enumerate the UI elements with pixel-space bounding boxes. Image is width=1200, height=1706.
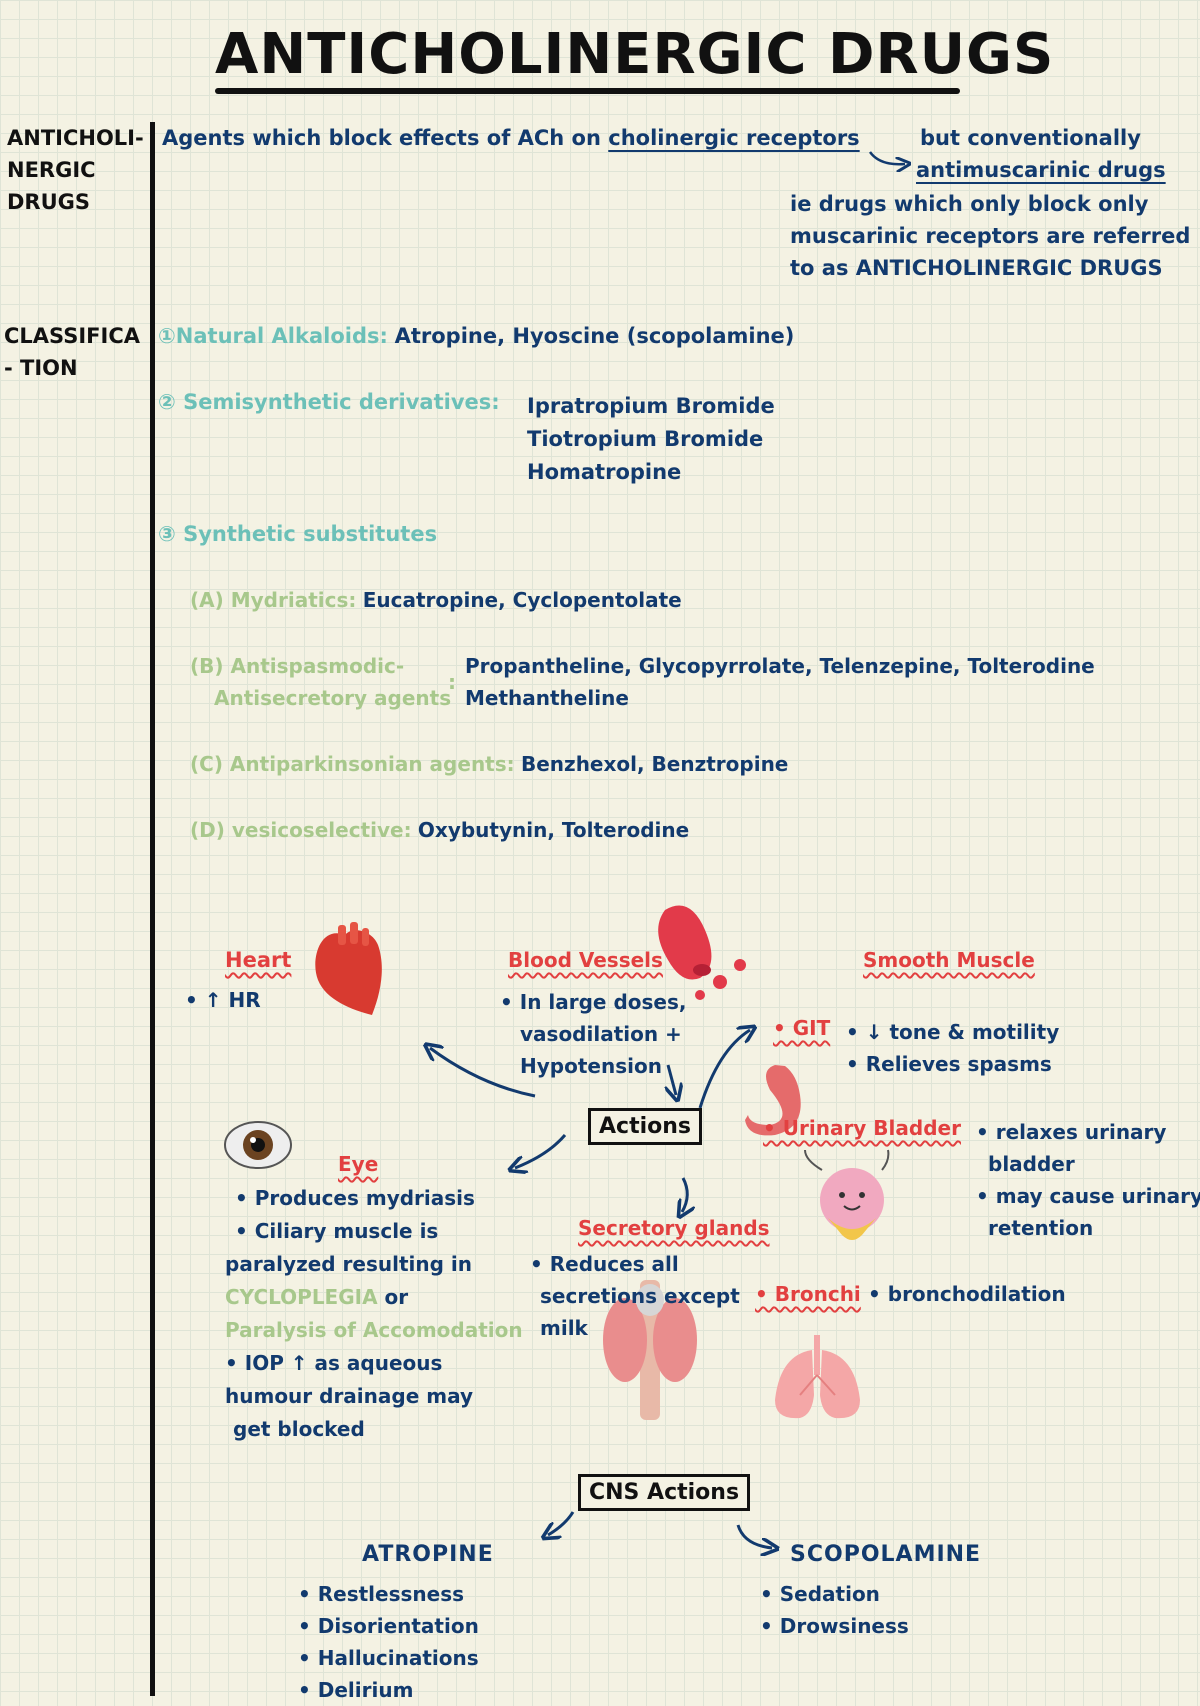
side-label-definition: ANTICHOLI- NERGIC DRUGS bbox=[7, 126, 144, 214]
scopolamine-title: SCOPOLAMINE bbox=[790, 1542, 982, 1567]
bronchi-point: • bronchodilation bbox=[868, 1282, 1066, 1306]
stomach-icon bbox=[745, 1065, 801, 1136]
secretory-glands-points: • Reduces all secretions except milk bbox=[530, 1252, 740, 1340]
heart-title: Heart bbox=[225, 948, 292, 972]
blood-vessels-points: • In large doses, vasodilation + Hypoten… bbox=[500, 990, 687, 1078]
actions-box: Actions bbox=[588, 1108, 702, 1145]
blood-vessel-icon bbox=[658, 905, 746, 1000]
bronchi-title: • Bronchi bbox=[755, 1282, 861, 1306]
class-antispasmodic-colon: : bbox=[448, 670, 456, 694]
class-semisynthetic-drugs: Ipratropium Bromide Tiotropium Bromide H… bbox=[527, 394, 775, 484]
definition-aside-1: but conventionally bbox=[920, 126, 1141, 150]
eye-title: Eye bbox=[338, 1152, 379, 1176]
bladder-icon bbox=[804, 1149, 890, 1240]
margin-divider bbox=[150, 122, 155, 1696]
heart-icon bbox=[315, 922, 382, 1015]
scopolamine-points: • Sedation • Drowsiness bbox=[760, 1582, 909, 1638]
atropine-title: ATROPINE bbox=[362, 1542, 494, 1567]
class-semisynthetic-label: ② Semisynthetic derivatives: bbox=[158, 390, 500, 414]
definition-aside-2: antimuscarinic drugs bbox=[916, 158, 1166, 182]
class-natural: ①Natural Alkaloids: Atropine, Hyoscine (… bbox=[158, 324, 795, 348]
definition-note-3: to as ANTICHOLINERGIC DRUGS bbox=[790, 256, 1163, 280]
cycloplegia-term: CYCLOPLEGIA bbox=[225, 1285, 378, 1309]
class-mydriatics: (A) Mydriatics: Eucatropine, Cyclopentol… bbox=[190, 588, 682, 612]
definition-note-2: muscarinic receptors are referred bbox=[790, 224, 1191, 248]
class-synthetic-label: ③ Synthetic substitutes bbox=[158, 522, 438, 546]
class-vesicoselective: (D) vesicoselective: Oxybutynin, Toltero… bbox=[190, 818, 690, 842]
paralysis-of-accomodation: Paralysis of Accomodation bbox=[225, 1318, 523, 1342]
class-antispasmodic-label-1: (B) Antispasmodic- bbox=[190, 654, 405, 678]
git-title: • GIT bbox=[773, 1016, 831, 1040]
urinary-bladder-points: • relaxes urinary bladder • may cause ur… bbox=[976, 1120, 1200, 1240]
definition-line: Agents which block effects of ACh on cho… bbox=[162, 126, 860, 150]
side-label-classification: CLASSIFICA - TION bbox=[4, 324, 140, 380]
title-underline bbox=[215, 88, 960, 94]
git-points: • ↓ tone & motility • Relieves spasms bbox=[846, 1020, 1060, 1076]
blood-vessels-title: Blood Vessels bbox=[508, 948, 663, 972]
definition-note-1: ie drugs which only block only bbox=[790, 192, 1149, 216]
eye-icon bbox=[224, 1121, 292, 1169]
class-antiparkinsonian: (C) Antiparkinsonian agents: Benzhexol, … bbox=[190, 752, 789, 776]
urinary-bladder-title: • Urinary Bladder bbox=[763, 1116, 961, 1140]
class-antispasmodic-drugs-2: Methantheline bbox=[465, 686, 629, 710]
cholinergic-receptors: cholinergic receptors bbox=[608, 126, 860, 150]
class-antispasmodic-drugs-1: Propantheline, Glycopyrrolate, Telenzepi… bbox=[465, 654, 1095, 678]
page-title: ANTICHOLINERGIC DRUGS bbox=[215, 22, 1055, 87]
lungs-icon bbox=[775, 1335, 860, 1419]
heart-point: • ↑ HR bbox=[185, 988, 261, 1012]
eye-points: • Produces mydriasis • Ciliary muscle is… bbox=[225, 1186, 523, 1441]
cns-actions-box: CNS Actions bbox=[578, 1474, 751, 1511]
atropine-points: • Restlessness • Disorientation • Halluc… bbox=[298, 1582, 479, 1702]
class-antispasmodic-label-2: Antisecretory agents bbox=[214, 686, 452, 710]
thyroid-gland-icon bbox=[603, 1280, 697, 1420]
secretory-glands-title: Secretory glands bbox=[578, 1216, 770, 1240]
smooth-muscle-title: Smooth Muscle bbox=[863, 948, 1035, 972]
